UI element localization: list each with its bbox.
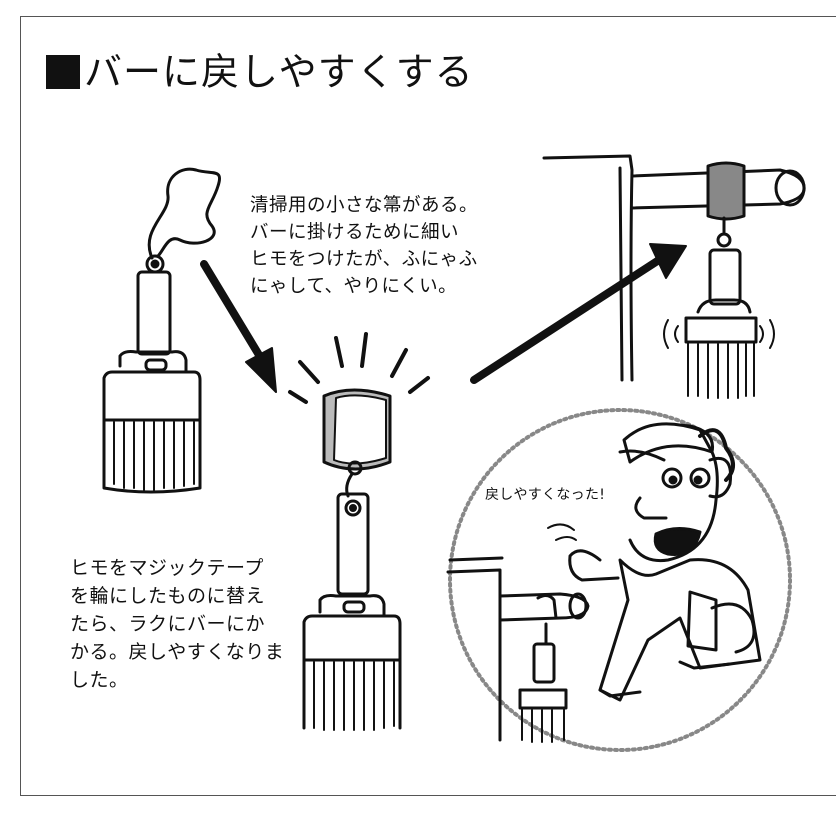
problem-note: 清掃用の小さな箒がある。 バーに掛けるために細い ヒモをつけたが、ふにゃふ にゃ… <box>250 195 479 297</box>
brush-with-velcro-loop <box>288 332 430 731</box>
arrow-down-right-icon <box>200 260 277 393</box>
happy-worker-scene <box>446 408 792 752</box>
arrow-up-right-icon <box>470 243 687 384</box>
page-frame <box>20 16 836 796</box>
solution-note: ヒモをマジックテープ を輪にしたものに替え たら、ラクにバーにか かる。戻しやす… <box>70 557 285 691</box>
page-title: バーに戻しやすくする <box>46 50 474 94</box>
square-bullet-icon <box>46 55 80 89</box>
title-text: バーに戻しやすくする <box>84 50 474 94</box>
brush-with-string <box>102 167 221 494</box>
speech-bubble-text: 戻しやすくなった! <box>485 487 606 503</box>
wall-with-bar <box>542 154 806 399</box>
